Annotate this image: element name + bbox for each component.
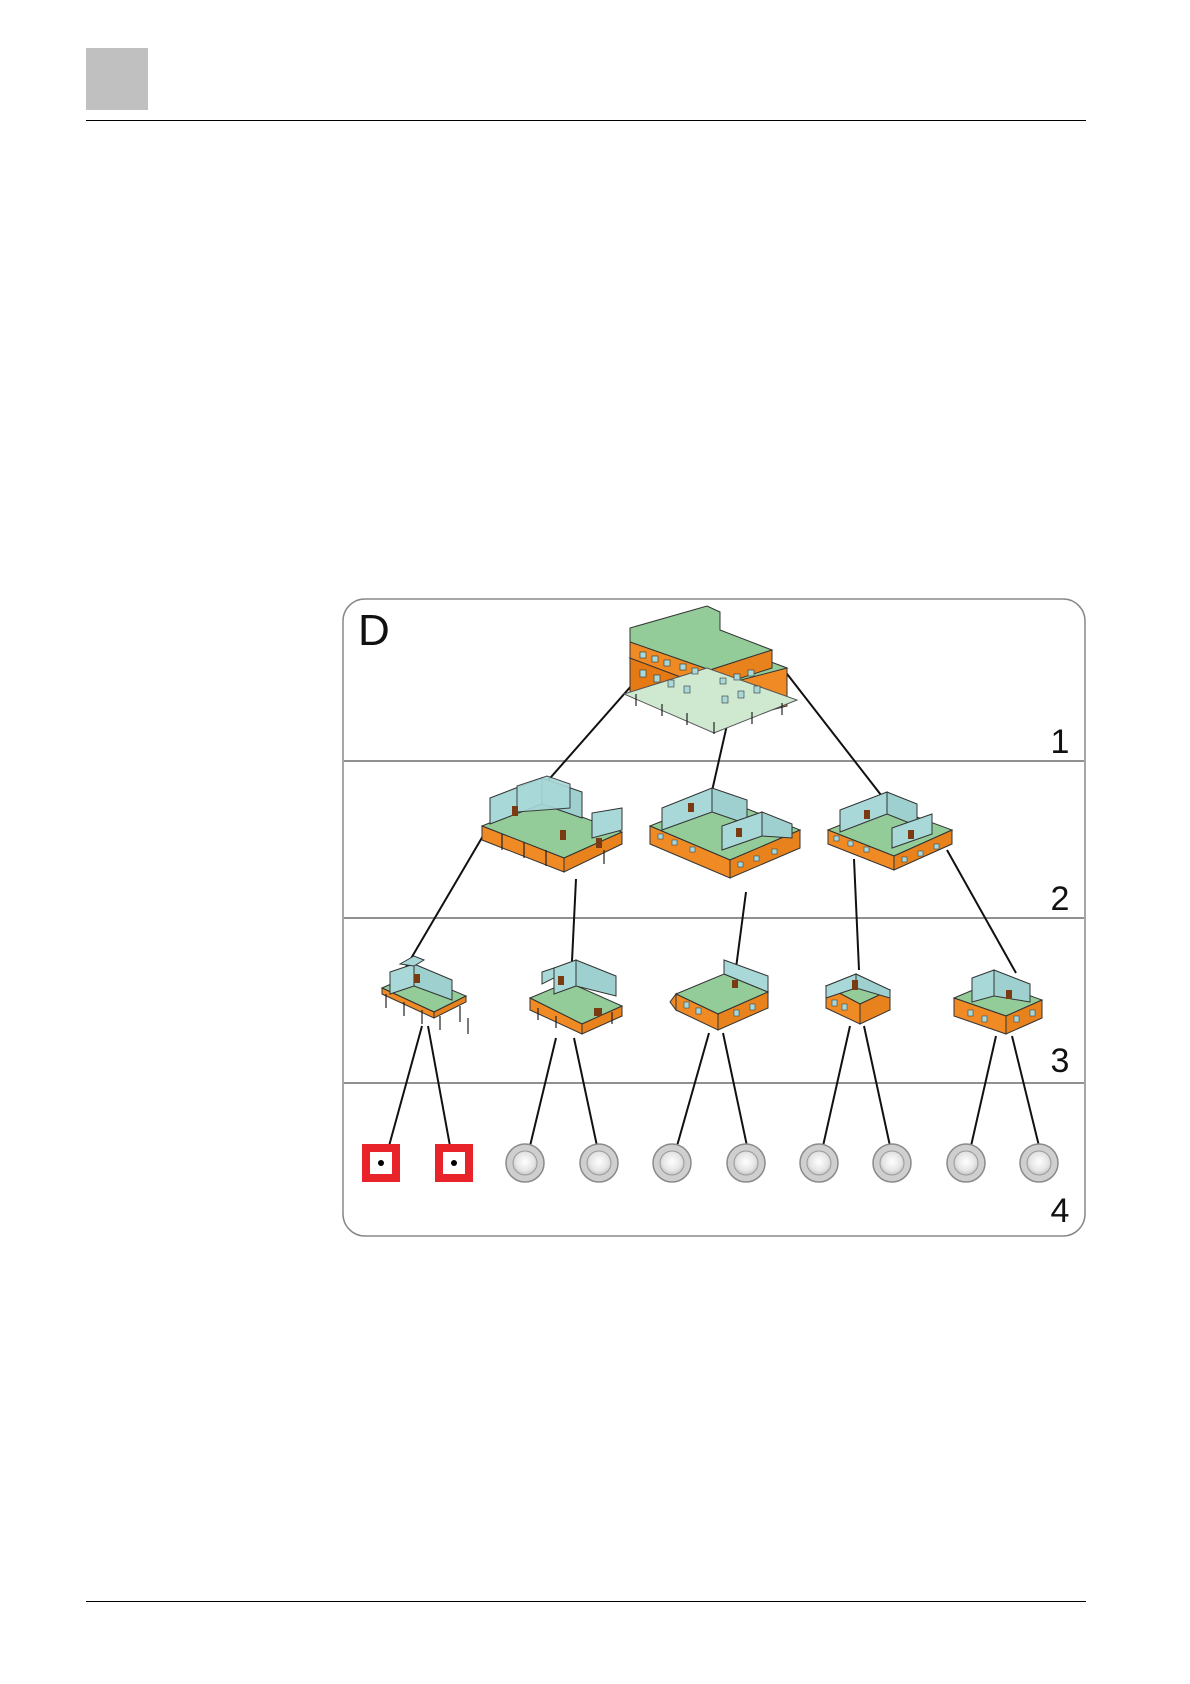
smoke-detector-icon [947,1144,985,1182]
smoke-detector-icon [873,1144,911,1182]
chapter-marker [86,48,148,110]
level-label-4: 4 [1051,1192,1070,1230]
footer-rule [86,1601,1086,1602]
panel-letter: D [358,606,390,655]
smoke-detector-icon [506,1144,544,1182]
level-label-1: 1 [1051,723,1070,761]
smoke-detector-icon [727,1144,765,1182]
smoke-detector-icon [653,1144,691,1182]
level-label-2: 2 [1051,880,1070,918]
smoke-detector-icon [580,1144,618,1182]
smoke-detector-icon [1020,1144,1058,1182]
smoke-detector-icon [800,1144,838,1182]
level-label-3: 3 [1051,1042,1070,1080]
building-hierarchy-figure: D 1 2 3 4 [342,598,1087,1238]
manual-call-point-icon [435,1144,473,1182]
manual-call-point-icon [362,1144,400,1182]
header-rule [86,120,1086,121]
